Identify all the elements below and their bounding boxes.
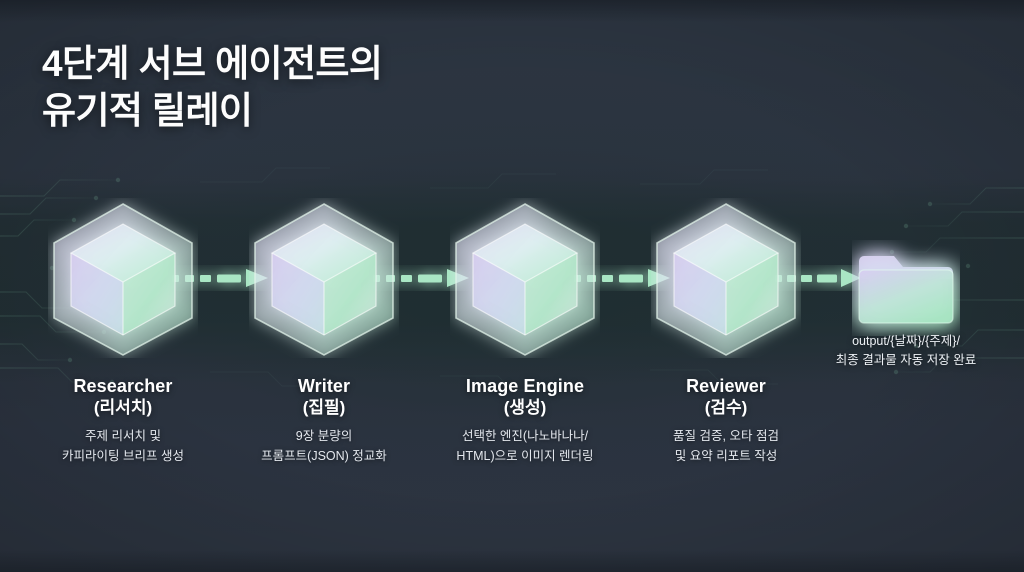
output-folder-caption: output/{날짜}/{주제}/ 최종 결과물 자동 저장 완료 — [835, 334, 977, 368]
top-edge-shade — [0, 0, 1024, 22]
stage-name-ko: (집필) — [302, 398, 346, 418]
stage-node-reviewer[interactable]: Reviewer (검수) 품질 검증, 오타 점검 및 요약 리포트 작성 — [651, 198, 801, 463]
stage-node-researcher[interactable]: Researcher (리서치) 주제 리서치 및 카피라이팅 브리프 생성 — [48, 198, 198, 463]
stage-name: Image Engine — [465, 376, 585, 396]
output-folder-node[interactable]: output/{날짜}/{주제}/ 최종 결과물 자동 저장 완료 — [836, 240, 976, 367]
stage-name: Reviewer — [686, 376, 766, 396]
page-title: 4단계 서브 에이전트의 유기적 릴레이 — [42, 43, 383, 132]
stage-label-image-engine: Image Engine (생성) 선택한 엔진(나노바나나/ HTML)으로 … — [410, 376, 640, 466]
stage-label-writer: Writer (집필) 9장 분량의 프롬프트(JSON) 정교화 — [209, 376, 439, 466]
stage-description: 선택한 엔진(나노바나나/ HTML)으로 이미지 렌더링 — [456, 429, 594, 463]
stage-label-reviewer: Reviewer (검수) 품질 검증, 오타 점검 및 요약 리포트 작성 — [611, 376, 841, 466]
cube-icon — [656, 203, 796, 356]
stage-node-writer[interactable]: Writer (집필) 9장 분량의 프롬프트(JSON) 정교화 — [249, 198, 399, 463]
stage-label-researcher: Researcher (리서치) 주제 리서치 및 카피라이팅 브리프 생성 — [8, 376, 238, 466]
cube-icon — [455, 203, 595, 356]
cube-icon — [53, 203, 193, 356]
stage-name: Writer — [297, 376, 351, 396]
stage-name-ko: (생성) — [503, 398, 547, 418]
stage-description: 주제 리서치 및 카피라이팅 브리프 생성 — [62, 429, 184, 463]
stage-description: 9장 분량의 프롬프트(JSON) 정교화 — [261, 429, 387, 463]
stage-name-ko: (검수) — [704, 398, 748, 418]
cube-icon — [254, 203, 394, 356]
stage-name: Researcher — [73, 376, 173, 396]
stage-node-image-engine[interactable]: Image Engine (생성) 선택한 엔진(나노바나나/ HTML)으로 … — [450, 198, 600, 463]
folder-icon — [858, 256, 954, 324]
stage-name-ko: (리서치) — [93, 398, 153, 418]
stage-description: 품질 검증, 오타 점검 및 요약 리포트 작성 — [673, 429, 779, 463]
bottom-edge-shade — [0, 550, 1024, 572]
